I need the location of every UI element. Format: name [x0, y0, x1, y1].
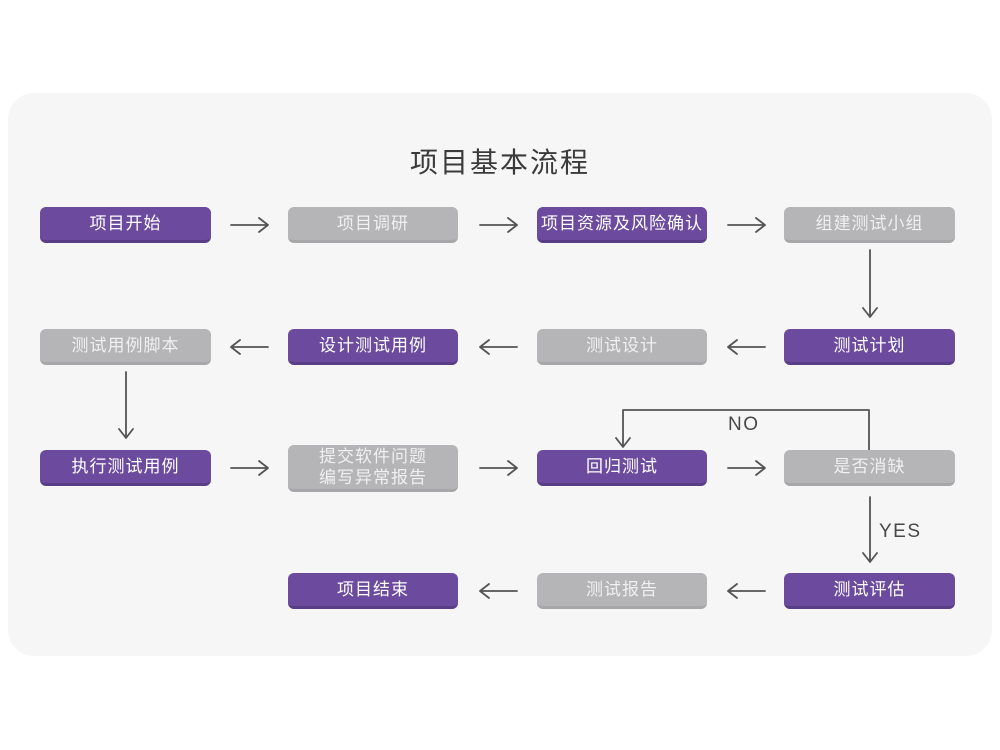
- node-label: 设计测试用例: [319, 335, 427, 355]
- node-label: 执行测试用例: [71, 456, 180, 476]
- page-title: 项目基本流程: [409, 147, 590, 178]
- node-resource-risk: 项目资源及风险确认: [537, 207, 707, 243]
- node-test-evaluate: 测试评估: [784, 573, 955, 609]
- node-project-start: 项目开始: [40, 207, 211, 243]
- flowchart-panel: [8, 93, 992, 656]
- node-label: 编写异常报告: [319, 468, 427, 487]
- node-submit-issues: 提交软件问题 编写异常报告: [288, 445, 458, 492]
- node-test-design: 测试设计: [537, 329, 707, 365]
- node-execute-test-case: 执行测试用例: [40, 450, 211, 486]
- node-project-research: 项目调研: [288, 207, 458, 243]
- node-label: 组建测试小组: [815, 213, 924, 233]
- node-build-test-team: 组建测试小组: [784, 207, 955, 243]
- node-label: 项目开始: [89, 213, 162, 233]
- node-regression-test: 回归测试: [537, 450, 707, 486]
- node-label: 测试报告: [586, 579, 658, 599]
- node-label: 是否消缺: [833, 456, 906, 476]
- node-test-report: 测试报告: [537, 573, 707, 609]
- node-label: 项目资源及风险确认: [541, 213, 703, 233]
- node-project-end: 项目结束: [288, 573, 458, 609]
- node-defect-cleared: 是否消缺: [784, 450, 955, 486]
- node-label: 项目调研: [337, 213, 409, 233]
- node-test-plan: 测试计划: [784, 329, 955, 365]
- node-label: 测试用例脚本: [71, 335, 180, 355]
- node-label: 提交软件问题: [319, 446, 427, 466]
- edge-label-no: NO: [728, 414, 760, 435]
- node-design-test-case: 设计测试用例: [288, 329, 458, 365]
- node-label: 测试评估: [833, 579, 906, 599]
- node-label: 回归测试: [586, 456, 658, 476]
- node-label: 项目结束: [337, 579, 409, 599]
- edge-label-yes: YES: [879, 521, 922, 542]
- node-label: 测试设计: [586, 335, 658, 355]
- node-label: 测试计划: [833, 335, 906, 355]
- node-test-case-script: 测试用例脚本: [40, 329, 211, 365]
